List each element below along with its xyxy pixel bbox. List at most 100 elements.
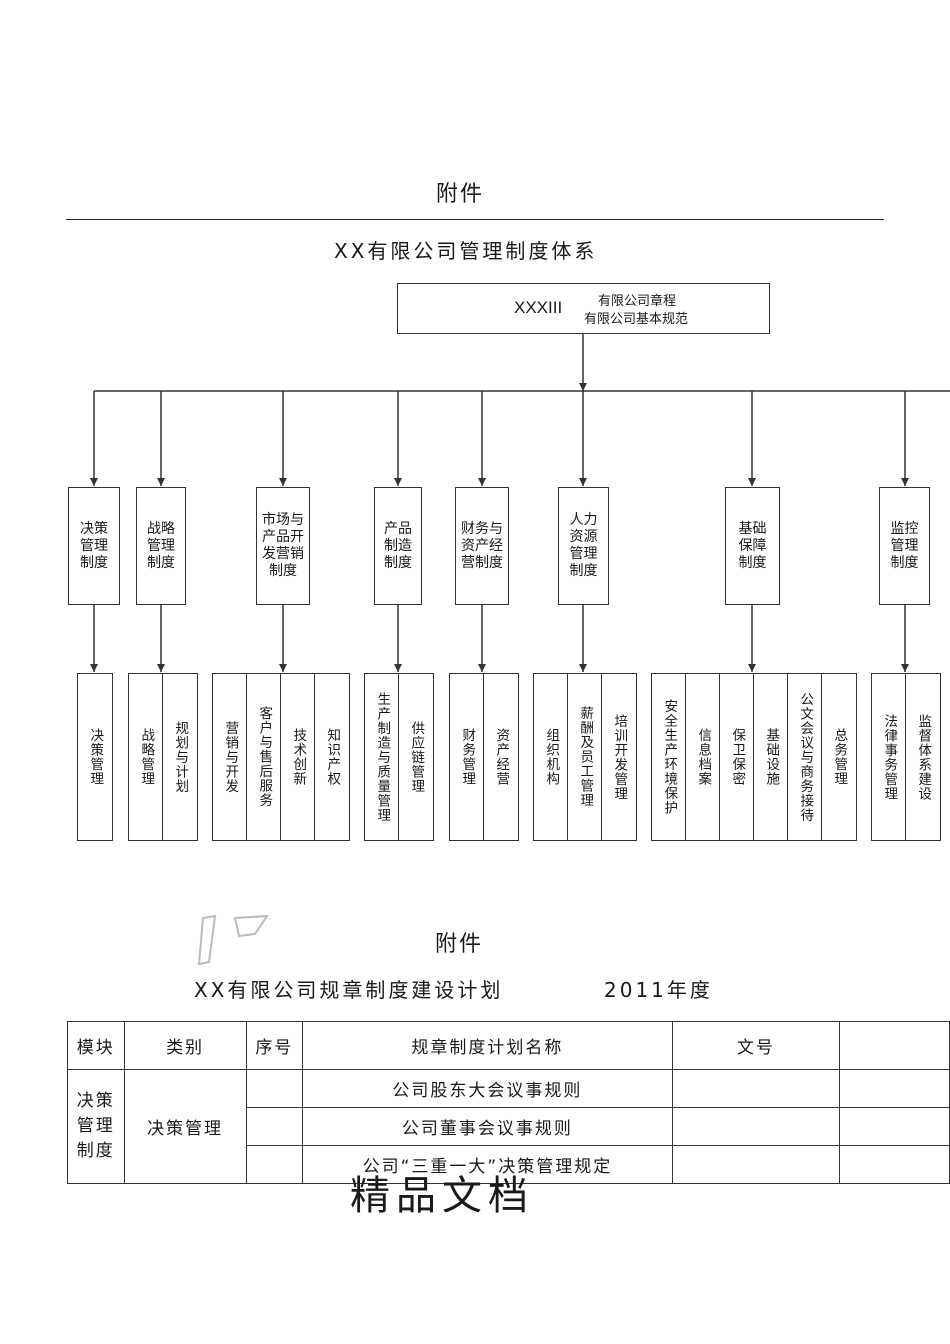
subcategory-label: 培训开发管理 (611, 713, 628, 801)
subcategory-box: 战略管理 (128, 673, 164, 841)
cell-module: 决策 管理 制度 (67, 1069, 125, 1184)
category-label: 产品 制造 制度 (384, 520, 412, 571)
sub-arrow (748, 664, 756, 672)
subcategory-box: 培训开发管理 (601, 673, 637, 841)
category-arrow (748, 478, 756, 486)
scan-mark-icon (197, 914, 269, 966)
plan-title: XX有限公司规章制度建设计划 (194, 978, 504, 1002)
subcategory-box: 信息档案 (685, 673, 721, 841)
sub-arrow (579, 664, 587, 672)
cell-number (245, 1107, 304, 1146)
subcategory-box: 决策管理 (77, 673, 113, 841)
table-row: 公司董事会议事规则 (68, 1107, 950, 1146)
watermark-stamp: 精品文档 (350, 1173, 534, 1219)
subcategory-box: 知识产权 (314, 673, 350, 841)
category-arrow (579, 478, 587, 486)
subcategory-label: 资产经营 (493, 728, 510, 786)
category-arrow (279, 478, 287, 486)
cell-extra (839, 1069, 950, 1108)
subcategory-box: 总务管理 (821, 673, 857, 841)
subcategory-label: 知识产权 (324, 728, 341, 786)
subcategory-label: 技术创新 (290, 728, 307, 786)
subcategory-label: 基础设施 (763, 728, 780, 786)
subcategory-box: 基础设施 (753, 673, 789, 841)
table-row: 公司“三重一大”决策管理规定 (68, 1145, 950, 1184)
cell-doc-number (671, 1145, 841, 1184)
category-label: 基础 保障 制度 (738, 520, 767, 571)
sub-arrow (279, 664, 287, 672)
category-label: 决策 管理 制度 (80, 520, 108, 571)
header-doc-number: 文号 (671, 1021, 841, 1070)
category-box: 监控 管理 制度 (879, 487, 930, 605)
category-box: 决策 管理 制度 (68, 487, 120, 605)
top-box-line1: 有限公司章程 (598, 294, 677, 309)
org-chart-connectors (90, 334, 950, 672)
subcategory-box: 监督体系建设 (905, 673, 941, 841)
subcategory-box: 资产经营 (483, 673, 519, 841)
subcategory-label: 保卫保密 (729, 728, 746, 786)
subcategory-box: 法律事务管理 (871, 673, 907, 841)
subcategory-box: 薪酬及员工管理 (567, 673, 603, 841)
category-arrow (394, 478, 402, 486)
subcategory-label: 安全生产环境保护 (661, 699, 678, 815)
subcategory-box: 客户与售后服务 (246, 673, 282, 841)
category-arrow (901, 478, 909, 486)
subcategory-label: 薪酬及员工管理 (577, 706, 594, 808)
sub-arrow (157, 664, 165, 672)
category-arrow (478, 478, 486, 486)
subcategory-box: 安全生产环境保护 (651, 673, 687, 841)
top-box-line2: 有限公司基本规范 (584, 312, 689, 327)
category-label: 战略 管理 制度 (147, 520, 175, 571)
category-box: 财务与 资产经 营制度 (455, 487, 509, 605)
category-box: 基础 保障 制度 (725, 487, 780, 605)
category-label: 人力 资源 管理 制度 (569, 512, 598, 579)
header-category: 类别 (123, 1021, 247, 1070)
trunk-arrow (579, 383, 587, 391)
cell-extra (839, 1107, 950, 1146)
subcategory-label: 客户与售后服务 (256, 706, 273, 808)
subcategory-box: 组织机构 (533, 673, 569, 841)
category-box: 战略 管理 制度 (136, 487, 186, 605)
table-header-row: 模块 类别 序号 规章制度计划名称 文号 (67, 1021, 950, 1070)
category-box: 市场与 产品开 发营销 制度 (256, 487, 310, 605)
cell-plan-name: 公司“三重一大”决策管理规定 (302, 1145, 673, 1184)
sub-arrow (478, 664, 486, 672)
cell-category: 决策管理 (123, 1069, 247, 1184)
subcategory-box: 技术创新 (280, 673, 316, 841)
subcategory-box: 营销与开发 (212, 673, 248, 841)
cell-plan-name: 公司股东大会议事规则 (302, 1069, 673, 1108)
sub-arrow (90, 664, 98, 672)
divider-line (66, 219, 884, 220)
header-extra (839, 1021, 950, 1070)
sub-arrow (901, 664, 909, 672)
subcategory-box: 规划与计划 (162, 673, 198, 841)
cell-doc-number (671, 1107, 841, 1146)
category-label: 监控 管理 制度 (890, 520, 919, 571)
top-box: XXXIII 有限公司章程 有限公司基本规范 (397, 283, 770, 334)
subcategory-label: 生产制造与质量管理 (374, 691, 391, 823)
subcategory-label: 规划与计划 (172, 720, 189, 794)
subcategory-label: 战略管理 (138, 728, 155, 786)
subcategory-label: 总务管理 (831, 728, 848, 786)
header-number: 序号 (245, 1021, 304, 1070)
subcategory-label: 公文会议与商务接待 (797, 691, 814, 823)
category-label: 财务与 资产经 营制度 (461, 520, 503, 571)
category-arrow (90, 478, 98, 486)
category-box: 人力 资源 管理 制度 (558, 487, 609, 605)
subcategory-box: 生产制造与质量管理 (364, 673, 400, 841)
subcategory-label: 信息档案 (695, 728, 712, 786)
subcategory-label: 决策管理 (87, 728, 104, 786)
subcategory-label: 营销与开发 (222, 720, 239, 794)
sub-arrow (394, 664, 402, 672)
subcategory-box: 公文会议与商务接待 (787, 673, 823, 841)
cell-doc-number (671, 1069, 841, 1108)
cell-extra (839, 1145, 950, 1184)
chart-title: XX有限公司管理制度体系 (334, 239, 598, 263)
subcategory-box: 财务管理 (449, 673, 485, 841)
table-row: 决策 管理 制度 决策管理 公司股东大会议事规则 (67, 1069, 950, 1184)
cell-plan-name: 公司董事会议事规则 (302, 1107, 673, 1146)
category-label: 市场与 产品开 发营销 制度 (262, 512, 304, 579)
subcategory-label: 供应链管理 (408, 720, 425, 794)
subcategory-box: 供应链管理 (398, 673, 434, 841)
subcategory-label: 财务管理 (459, 728, 476, 786)
